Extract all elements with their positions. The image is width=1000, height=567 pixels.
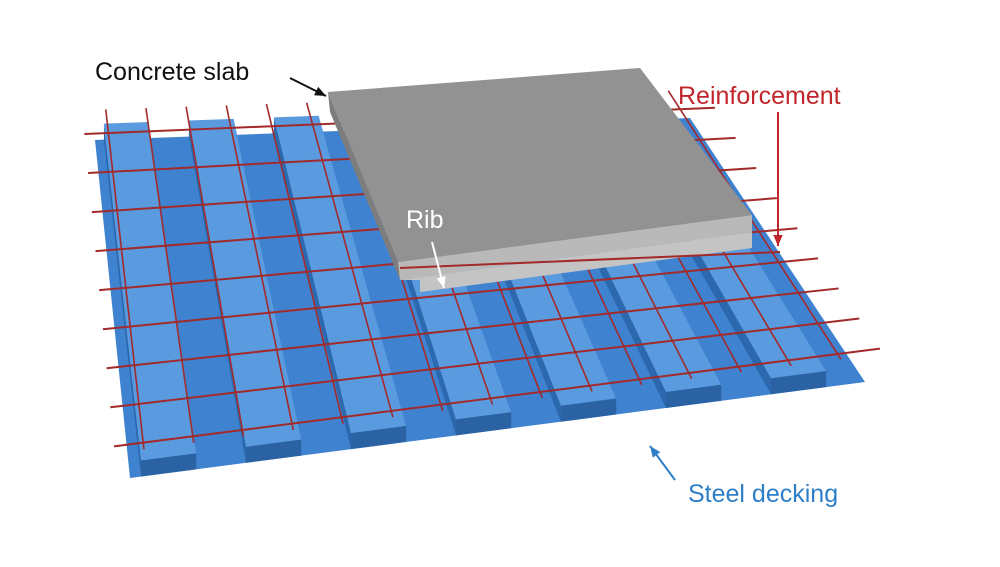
rib-side [273,117,352,450]
label-rib: Rib [406,206,444,234]
rib-front-face [666,384,722,408]
rib-top [188,118,302,447]
rib-front-face [771,371,827,395]
slab-rib-face [400,232,752,292]
label-concrete-slab: Concrete slab [95,58,250,86]
rebar-longitudinal [225,105,295,431]
steel-decking-arrow-head [650,446,661,458]
rib-front-face [141,453,197,477]
rib-arrow-head [436,276,446,288]
rib-top [103,122,197,461]
rib-front-face [561,398,617,422]
rebar-longitudinal [145,108,195,444]
concrete-slab [328,68,781,292]
rebar-longitudinal [305,102,394,418]
rib-top [273,115,407,434]
slab-top-face [328,68,752,262]
rebar-longitudinal [104,109,145,450]
rib-front-face [456,412,512,436]
rebar-edge [399,251,781,269]
reinforcement-arrow-head [773,234,783,246]
rib-side [103,123,142,477]
rebar-longitudinal [265,103,344,424]
rebar-longitudinal [667,90,842,360]
slab-left-face [328,92,400,280]
rebar-longitudinal [185,106,245,437]
label-reinforcement: Reinforcement [678,82,841,110]
label-steel-decking: Steel decking [688,480,839,508]
rib-front-face [351,425,407,450]
rib-front-face [246,439,302,463]
concrete-slab-arrow-head [314,86,326,96]
annotation-arrows [289,77,783,481]
